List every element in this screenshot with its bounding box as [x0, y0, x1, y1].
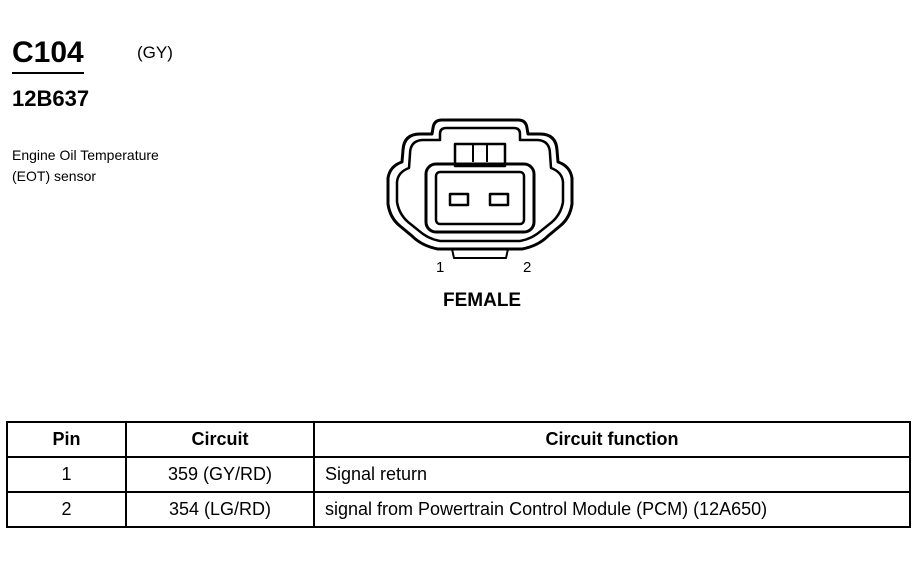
- table-row: 2 354 (LG/RD) signal from Powertrain Con…: [6, 491, 911, 528]
- cell-function: Signal return: [313, 456, 911, 493]
- description-line: (EOT) sensor: [12, 168, 97, 184]
- component-description: Engine Oil Temperature (EOT) sensor: [12, 145, 159, 187]
- header-circuit: Circuit: [125, 421, 315, 458]
- part-number: 12B637: [12, 86, 90, 111]
- pin-label-1: 1: [436, 259, 445, 276]
- connector-inner-shell: [395, 126, 565, 243]
- header-circuit-function: Circuit function: [313, 421, 911, 458]
- pinout-table: Pin Circuit Circuit function 1 359 (GY/R…: [6, 421, 911, 528]
- connector-latch: [453, 142, 507, 168]
- header-pin: Pin: [6, 421, 127, 458]
- cell-circuit: 354 (LG/RD): [125, 491, 315, 528]
- terminal-cavity-outer: [424, 162, 536, 234]
- connector-id: C104: [12, 38, 84, 74]
- connector-bottom-tab: [451, 248, 509, 259]
- connector-face-diagram: [386, 118, 574, 259]
- pin-terminal-2: [488, 192, 510, 207]
- pin-terminal-1: [448, 192, 470, 207]
- connector-color-code: (GY): [137, 43, 173, 62]
- cell-function: signal from Powertrain Control Module (P…: [313, 491, 911, 528]
- description-line: Engine Oil Temperature: [12, 147, 159, 163]
- connector-gender-label: FEMALE: [443, 290, 522, 311]
- cell-pin: 1: [6, 456, 127, 493]
- pin-label-2: 2: [523, 259, 532, 276]
- connector-outer-shell: [386, 118, 574, 251]
- cell-circuit: 359 (GY/RD): [125, 456, 315, 493]
- table-header-row: Pin Circuit Circuit function: [6, 421, 911, 458]
- terminal-cavity-inner: [434, 170, 526, 226]
- table-row: 1 359 (GY/RD) Signal return: [6, 456, 911, 493]
- cell-pin: 2: [6, 491, 127, 528]
